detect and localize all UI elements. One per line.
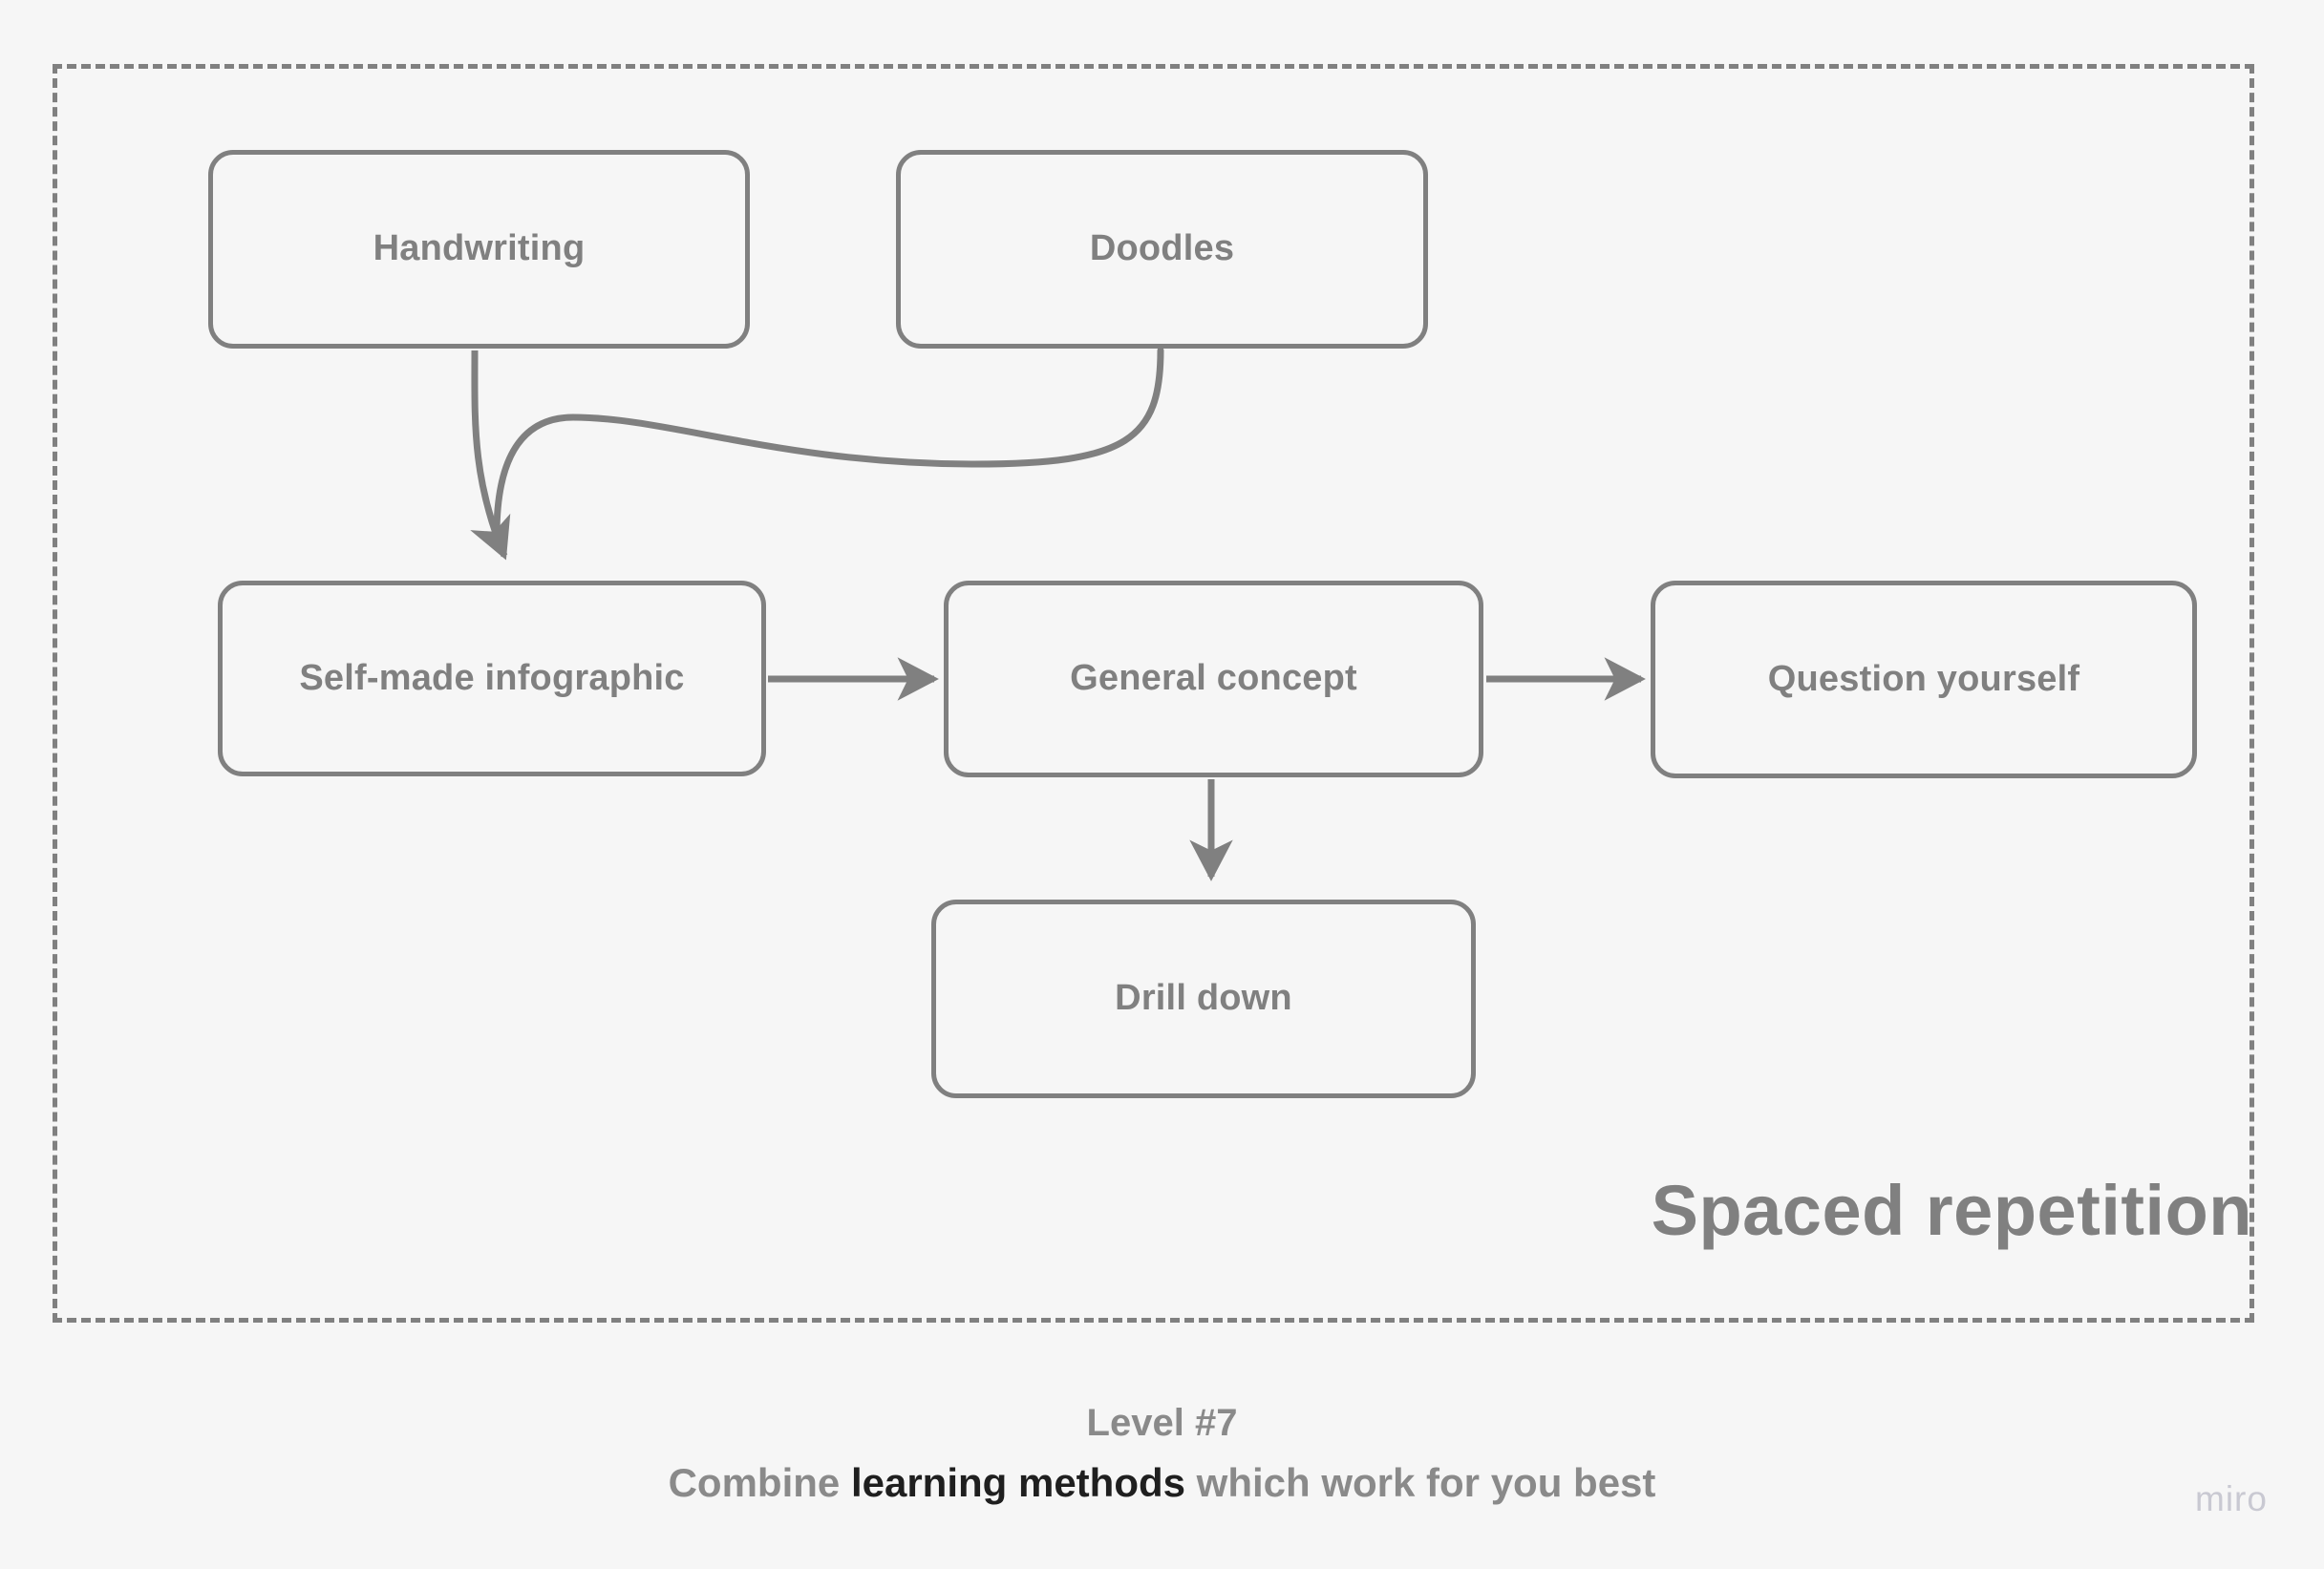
node-question-yourself-label: Question yourself bbox=[1767, 658, 2080, 699]
caption-suffix: which work for you best bbox=[1185, 1460, 1656, 1505]
node-self-made-infographic-label: Self-made infographic bbox=[299, 657, 685, 698]
node-handwriting-label: Handwriting bbox=[373, 228, 586, 269]
node-drill-down-label: Drill down bbox=[1115, 978, 1292, 1019]
node-self-made-infographic[interactable]: Self-made infographic bbox=[218, 581, 766, 776]
node-handwriting[interactable]: Handwriting bbox=[208, 150, 750, 349]
node-doodles[interactable]: Doodles bbox=[896, 150, 1428, 349]
miro-watermark: miro bbox=[2195, 1479, 2268, 1518]
node-drill-down[interactable]: Drill down bbox=[931, 900, 1476, 1098]
caption-block: Level #7 Combine learning methods which … bbox=[0, 1402, 2324, 1506]
frame-title[interactable]: Spaced repetition bbox=[1651, 1171, 2252, 1250]
node-general-concept-label: General concept bbox=[1070, 658, 1357, 699]
caption-emphasis: learning methods bbox=[850, 1460, 1185, 1505]
node-question-yourself[interactable]: Question yourself bbox=[1651, 581, 2197, 778]
caption-prefix: Combine bbox=[668, 1460, 851, 1505]
caption-level: Level #7 bbox=[1086, 1402, 1238, 1444]
node-general-concept[interactable]: General concept bbox=[944, 581, 1483, 777]
caption-subtitle: Combine learning methods which work for … bbox=[0, 1460, 2324, 1506]
node-doodles-label: Doodles bbox=[1089, 228, 1235, 269]
dashed-frame-container[interactable] bbox=[53, 64, 2254, 1323]
